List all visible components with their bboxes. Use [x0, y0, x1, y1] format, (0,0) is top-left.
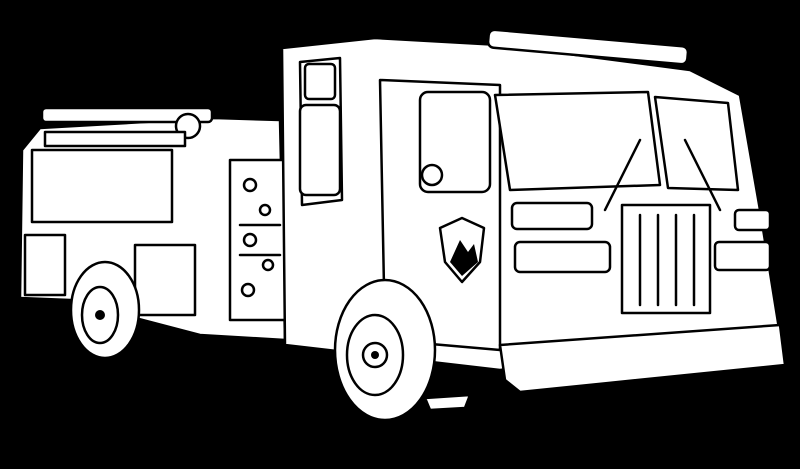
cab: [280, 28, 787, 394]
pump-panel-gauges: [238, 177, 282, 298]
ground-shadow: [423, 393, 472, 412]
front-wheel: [333, 278, 437, 422]
top-ladder: [40, 106, 214, 148]
rear-wheel: [69, 260, 141, 360]
